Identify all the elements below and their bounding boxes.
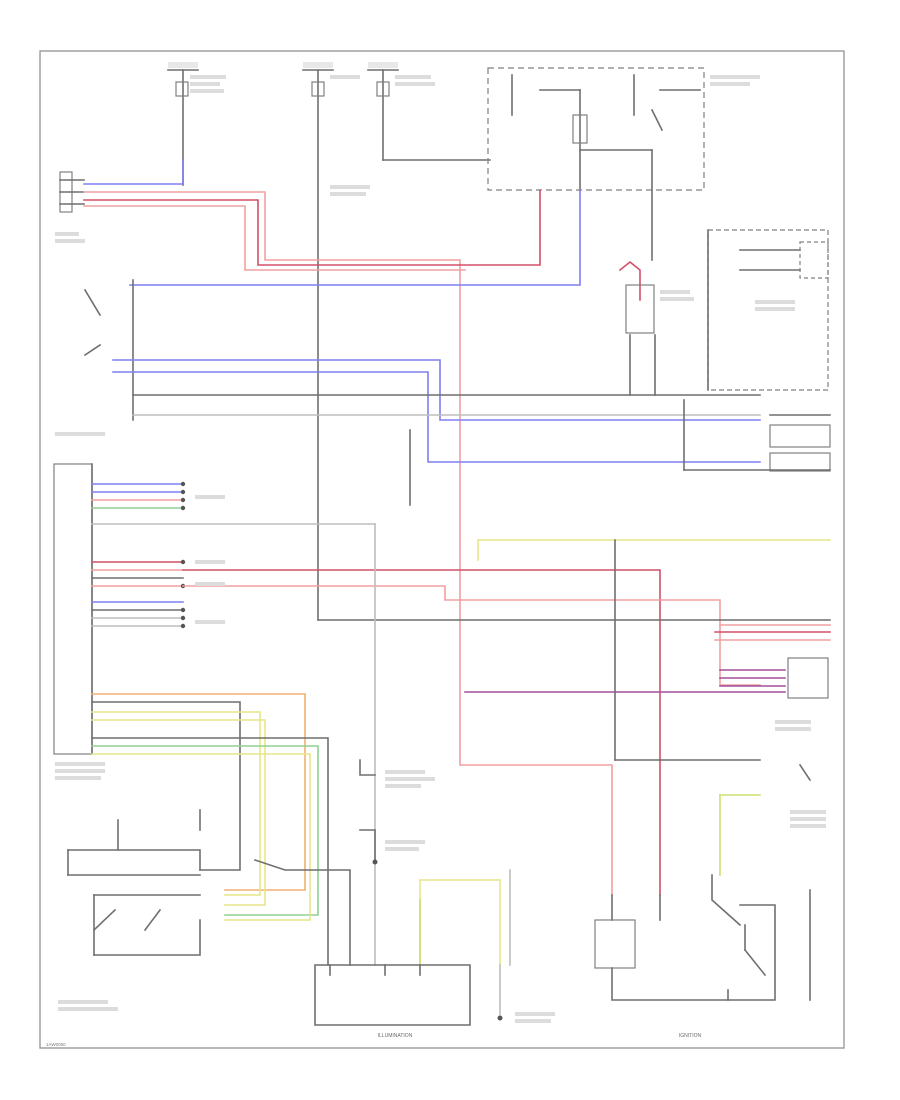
wire-red-1 — [83, 189, 541, 266]
switch-block-left — [59, 171, 102, 357]
fuse-group-center — [302, 62, 491, 621]
wire-blu-4 — [112, 371, 761, 463]
wire-pnk-3 — [182, 585, 761, 686]
illumination-box-center — [314, 869, 511, 1026]
wire-pnk-2 — [83, 205, 466, 271]
diagram-frame — [39, 50, 845, 1049]
right-components — [683, 229, 831, 472]
combination-meter-label: ILLUMINATION — [378, 1033, 413, 1039]
wire-blu-1 — [83, 159, 184, 185]
ignition-switch-label: IGNITION — [679, 1033, 702, 1039]
lower-left-bundle — [91, 693, 329, 966]
center-components — [359, 429, 501, 966]
label-placeholders — [55, 75, 826, 1023]
diagram-code: 1AW0050 — [46, 1042, 66, 1047]
wire-red-2 — [182, 569, 661, 896]
wire-blu-2 — [129, 189, 581, 286]
connector-pins — [91, 481, 376, 629]
bottom-left-switches — [67, 809, 351, 966]
wire-blu-3 — [112, 359, 761, 421]
ignition-group — [594, 539, 812, 1001]
fanout-right — [464, 624, 831, 699]
combination-switch-connector — [53, 463, 93, 755]
relay-box-top-right — [487, 67, 705, 261]
wire-pnk-1 — [83, 191, 613, 896]
relay-mid-right — [618, 260, 656, 396]
